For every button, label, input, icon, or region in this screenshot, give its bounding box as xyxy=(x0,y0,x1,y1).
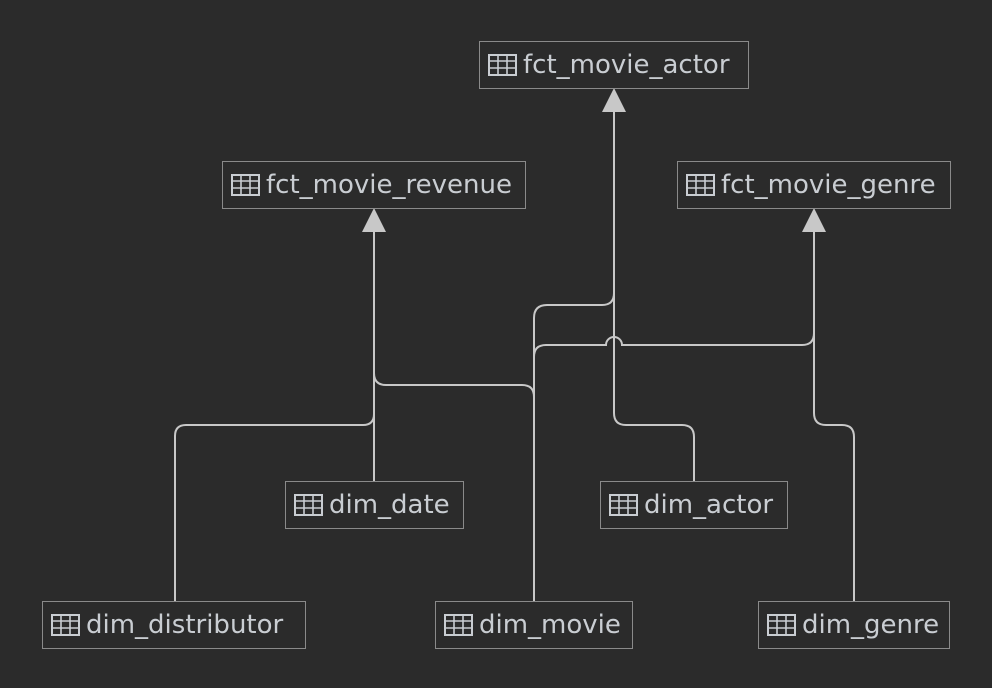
node-fct-movie-genre[interactable]: fct_movie_genre xyxy=(677,161,951,209)
arrowhead-fct-movie-actor xyxy=(602,88,626,112)
table-icon xyxy=(609,494,638,516)
node-label: fct_movie_revenue xyxy=(266,170,512,200)
table-icon xyxy=(231,174,260,196)
node-dim-actor[interactable]: dim_actor xyxy=(600,481,788,529)
table-icon xyxy=(686,174,715,196)
node-label: dim_actor xyxy=(644,490,774,520)
edge-dim-distributor-to-fct-movie-revenue xyxy=(174,232,375,601)
node-fct-movie-actor[interactable]: fct_movie_actor xyxy=(479,41,749,89)
edge-dim-movie-to-fct-movie-revenue xyxy=(373,232,535,601)
node-dim-genre[interactable]: dim_genre xyxy=(758,601,950,649)
edge-dim-movie-to-fct-movie-genre xyxy=(533,232,815,601)
node-label: dim_distributor xyxy=(86,610,284,640)
edge-dim-genre-to-fct-movie-genre xyxy=(813,232,855,601)
table-icon xyxy=(51,614,80,636)
table-icon xyxy=(444,614,473,636)
node-dim-distributor[interactable]: dim_distributor xyxy=(42,601,306,649)
arrowhead-fct-movie-genre xyxy=(802,208,826,232)
node-label: dim_genre xyxy=(802,610,940,640)
node-label: fct_movie_genre xyxy=(721,170,936,200)
table-icon xyxy=(767,614,796,636)
edge-dim-actor-to-fct-movie-actor xyxy=(613,112,695,481)
arrowhead-fct-movie-revenue xyxy=(362,208,386,232)
table-icon xyxy=(294,494,323,516)
node-dim-movie[interactable]: dim_movie xyxy=(435,601,633,649)
node-label: dim_movie xyxy=(479,610,621,640)
table-icon xyxy=(488,54,517,76)
node-label: fct_movie_actor xyxy=(523,50,730,80)
node-label: dim_date xyxy=(329,490,450,520)
node-fct-movie-revenue[interactable]: fct_movie_revenue xyxy=(222,161,526,209)
node-dim-date[interactable]: dim_date xyxy=(285,481,464,529)
